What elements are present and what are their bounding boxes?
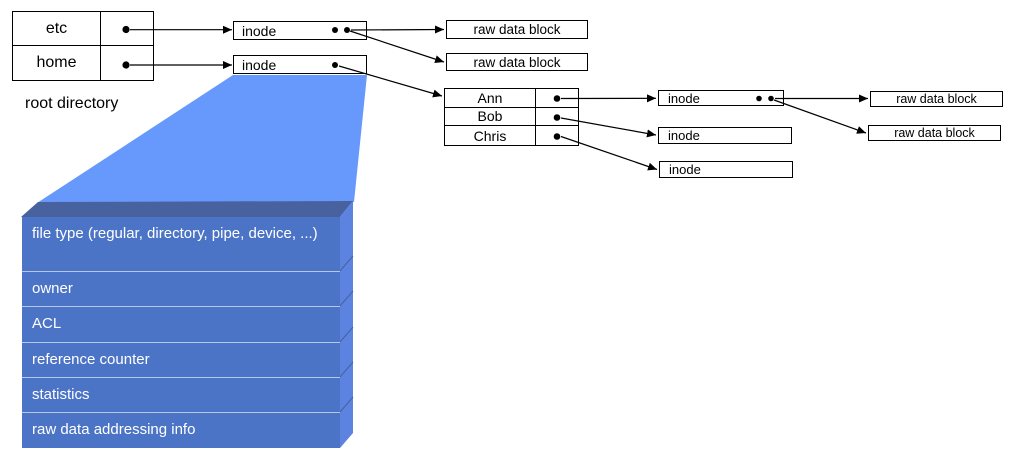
home-directory-table: Ann Bob Chris [444,88,579,146]
dir-pointer-cell-home [101,46,153,80]
stack-side-separators [339,255,354,413]
inode-field-file-type: file type (regular, directory, pipe, dev… [22,217,340,271]
inode-field-raw-data-addressing: raw data addressing info [22,412,340,448]
inode-box-etc: inode [233,21,367,40]
dir-pointer-cell-bob [536,108,578,127]
dir-entry-label: Ann [477,89,503,106]
dir-entry-label: etc [45,19,68,37]
dir-entry-label: home [36,54,77,71]
dir-entry-label: Bob [477,108,503,125]
inode-box-chris: inode [659,161,793,178]
raw-data-block-label: raw data block [473,54,561,70]
root-directory-label: root directory [25,95,119,112]
raw-data-block-1: raw data block [446,20,588,39]
raw-data-block-label: raw data block [473,22,561,37]
dir-pointer-cell-ann [536,89,578,108]
inode-field-owner: owner [22,271,340,306]
dir-entry-home: home [13,46,101,80]
inode-structure-stack: file type (regular, directory, pipe, dev… [21,217,340,448]
dir-entry-ann: Ann [445,89,536,108]
dir-entry-chris: Chris [445,126,536,145]
inode-label: inode [668,90,700,106]
inode-label: inode [669,162,701,177]
raw-data-block-3: raw data block [870,91,1003,107]
inode-field-reference-counter: reference counter [22,342,340,377]
inode-field-statistics: statistics [22,377,340,412]
inode-box-bob: inode [658,127,792,144]
inode-box-home: inode [233,55,367,74]
dir-pointer-cell-chris [536,126,578,145]
raw-data-block-label: raw data block [894,126,975,140]
dir-entry-label: Chris [473,127,507,144]
root-directory-table: etc home [12,11,154,81]
stack-side-face [340,201,353,448]
inode-label: inode [242,22,277,39]
raw-data-block-2: raw data block [446,53,588,71]
dir-entry-etc: etc [13,12,101,46]
inode-label: inode [242,56,277,73]
dir-pointer-cell-etc [101,12,153,46]
inode-field-acl: ACL [22,306,340,342]
inode-box-ann: inode [658,90,784,106]
raw-data-block-label: raw data block [896,92,977,106]
inode-label: inode [668,128,700,143]
raw-data-block-4: raw data block [868,125,1001,141]
stack-top-face [21,201,353,217]
dir-entry-bob: Bob [445,107,536,127]
